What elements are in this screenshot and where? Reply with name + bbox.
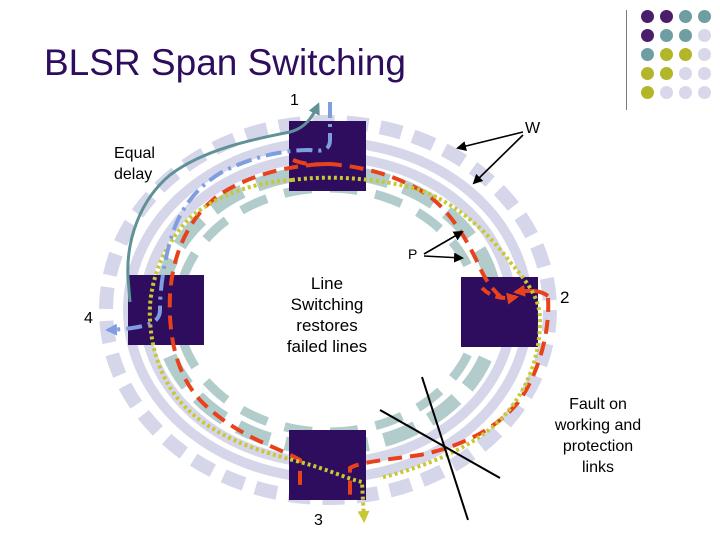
decorative-dot [698,48,711,61]
fault-cross-line-2 [421,376,469,521]
working-route-red-top [292,158,331,167]
decorative-dot [679,86,692,99]
decorative-dot [641,48,654,61]
decorative-dot [679,10,692,23]
node-top-label: 1 [290,92,299,109]
protection-route-yellow-right [291,175,543,480]
node-right-label: 2 [560,288,570,307]
working-label: W [525,120,541,137]
decorative-dot [679,29,692,42]
decorative-dot [698,10,711,23]
w-pointer-upper [456,131,524,151]
fault-note: Fault on working and protection links [554,396,642,476]
decorative-dot [660,48,673,61]
node-left [128,275,204,345]
decorative-dot [698,29,711,42]
red-switch-arrow [480,286,519,305]
decorative-dot [641,29,654,42]
route-blue [105,102,332,336]
protection-route-yellow [147,178,370,523]
decorative-dot [698,86,711,99]
decorative-dot [641,86,654,99]
decorative-dot [679,48,692,61]
title-divider-line [626,10,627,110]
decorative-dot [698,67,711,80]
line-switching-note: Line Switching restores failed lines [286,274,368,356]
decorative-dot [660,10,673,23]
working-route-red-right [348,297,551,495]
decorative-dot [679,67,692,80]
decorative-dot [660,29,673,42]
slide-title: BLSR Span Switching [44,42,406,83]
w-pointer-lower [472,134,524,185]
node-right [461,277,538,347]
red-loop-arrow [513,284,550,298]
node-bottom-label: 3 [314,512,323,529]
node-left-label: 4 [84,310,93,327]
protection-label: P [408,246,418,262]
route-teal [126,102,320,303]
p-pointer-lower [423,252,464,263]
equal-delay-label: Equal delay [114,145,155,183]
decorative-dot [660,86,673,99]
decorative-dot [660,67,673,80]
decorative-dot [641,67,654,80]
p-pointer-upper [423,230,464,255]
decorative-dot [641,10,654,23]
fault-cross-line-1 [379,409,501,479]
